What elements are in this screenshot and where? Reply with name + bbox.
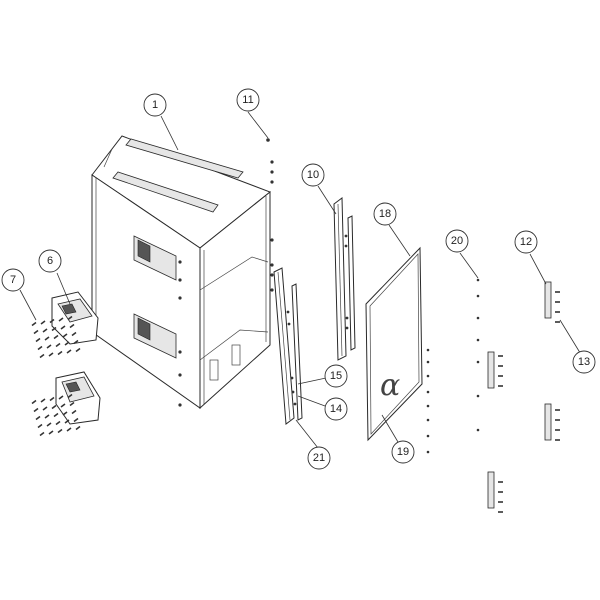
screw-cluster-lower bbox=[31, 393, 81, 437]
callout-14: 14 bbox=[324, 397, 348, 421]
screw-icon bbox=[33, 329, 39, 335]
bracket-group bbox=[487, 281, 560, 513]
screw-icon bbox=[46, 344, 52, 349]
screw-icon bbox=[62, 333, 68, 338]
screw-column-20 bbox=[426, 278, 480, 454]
cabinet-body bbox=[91, 135, 274, 410]
screw-icon bbox=[33, 407, 39, 413]
callout-label-18: 18 bbox=[379, 208, 391, 220]
callout-label-7: 7 bbox=[10, 274, 16, 286]
callout-18: 18 bbox=[373, 202, 397, 226]
screw-icon bbox=[42, 328, 48, 333]
callout-21: 21 bbox=[307, 446, 331, 470]
screw-11 bbox=[266, 138, 270, 142]
screw-icon bbox=[75, 425, 81, 431]
front-grille-panel: α bbox=[365, 246, 423, 442]
screw-icon bbox=[37, 345, 43, 351]
callout-20: 20 bbox=[445, 229, 469, 253]
callout-label-11: 11 bbox=[242, 94, 253, 106]
callout-label-21: 21 bbox=[313, 452, 325, 464]
screw-icon bbox=[73, 417, 79, 423]
callout-13: 13 bbox=[572, 350, 596, 374]
screw-icon bbox=[62, 411, 68, 416]
callout-19: 19 bbox=[391, 440, 415, 464]
handle-upper bbox=[51, 291, 99, 345]
screw-icon bbox=[73, 339, 79, 345]
screw-icon bbox=[69, 323, 75, 329]
callout-label-1: 1 bbox=[152, 99, 158, 111]
callout-11: 11 bbox=[236, 88, 260, 112]
screw-icon bbox=[67, 393, 73, 399]
screw-icon bbox=[58, 395, 64, 400]
screw-cluster-upper bbox=[31, 315, 81, 359]
screw-icon bbox=[39, 431, 45, 437]
screw-icon bbox=[66, 427, 72, 432]
handle-lower bbox=[55, 371, 101, 425]
screw-icon bbox=[64, 419, 70, 424]
screw-icon bbox=[71, 331, 77, 337]
screw-icon bbox=[42, 406, 48, 411]
screw-icon bbox=[71, 409, 77, 415]
screw-icon bbox=[40, 398, 46, 403]
callout-label-14: 14 bbox=[330, 403, 342, 415]
screw-icon bbox=[31, 321, 37, 327]
screw-icon bbox=[69, 401, 75, 407]
callout-label-6: 6 bbox=[47, 255, 53, 267]
screw-icon bbox=[66, 349, 72, 354]
callout-6: 6 bbox=[38, 249, 62, 273]
screw-icon bbox=[67, 315, 73, 321]
callout-12: 12 bbox=[514, 230, 538, 254]
callout-label-10: 10 bbox=[307, 169, 319, 181]
screw-icon bbox=[57, 350, 63, 356]
screw-icon bbox=[48, 352, 54, 357]
callout-label-20: 20 bbox=[451, 235, 463, 247]
screw-icon bbox=[55, 420, 61, 426]
screw-icon bbox=[49, 318, 55, 324]
screw-icon bbox=[55, 342, 61, 348]
screw-icon bbox=[35, 415, 41, 421]
callout-1: 1 bbox=[143, 93, 167, 117]
rail-21 bbox=[273, 267, 303, 425]
screw-icon bbox=[53, 334, 59, 340]
screw-icon bbox=[46, 422, 52, 427]
screw-icon bbox=[31, 399, 37, 405]
screw-icon bbox=[44, 414, 50, 419]
leader-lines bbox=[19, 111, 583, 449]
screw-icon bbox=[51, 404, 57, 410]
callout-label-13: 13 bbox=[578, 356, 590, 368]
callout-7: 7 bbox=[1, 268, 25, 292]
screw-icon bbox=[60, 403, 66, 408]
screw-icon bbox=[53, 412, 59, 418]
screw-icon bbox=[60, 325, 66, 330]
screw-icon bbox=[48, 430, 54, 435]
screw-icon bbox=[49, 396, 55, 402]
screw-icon bbox=[58, 317, 64, 322]
screw-icon bbox=[57, 428, 63, 434]
logo-mark: α bbox=[380, 368, 400, 403]
screw-icon bbox=[44, 336, 50, 341]
screw-icon bbox=[40, 320, 46, 325]
callout-label-12: 12 bbox=[520, 236, 532, 248]
callout-label-19: 19 bbox=[397, 446, 409, 458]
screw-icon bbox=[64, 341, 70, 346]
screw-icon bbox=[39, 353, 45, 359]
callout-10: 10 bbox=[301, 163, 325, 187]
callout-15: 15 bbox=[324, 364, 348, 388]
screw-icon bbox=[35, 337, 41, 343]
screw-icon bbox=[75, 347, 81, 353]
screw-icon bbox=[51, 326, 57, 332]
callout-label-15: 15 bbox=[330, 370, 342, 382]
rail-10 bbox=[333, 197, 356, 361]
screw-icon bbox=[37, 423, 43, 429]
